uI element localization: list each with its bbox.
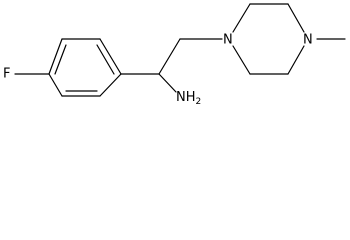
bond-pip-1	[232, 3, 251, 33]
amine-nh-text: NH	[176, 90, 196, 105]
bond-ring-1	[48, 73, 63, 97]
fluorine-label: F	[3, 67, 10, 82]
bond-ring-double-3	[54, 44, 67, 75]
molecule-diagram: F NH2 N N	[3, 3, 346, 107]
amine-subscript: 2	[196, 97, 202, 107]
bond-ch-nh2	[158, 73, 177, 93]
bond-ch-ch2	[158, 38, 181, 75]
bond-ring-3	[99, 73, 122, 97]
piperazine-n4-label: N	[303, 33, 313, 48]
piperazine-ring	[232, 3, 305, 75]
amine-label: NH2	[176, 90, 201, 107]
bond-ring-4	[99, 38, 122, 75]
bond-pip-3	[287, 3, 305, 33]
bond-pip-4	[287, 45, 305, 75]
benzene-ring	[48, 38, 122, 97]
bond-ring-double-2	[96, 44, 115, 75]
bond-ring-6	[48, 38, 63, 75]
bond-pip-6	[232, 45, 251, 75]
piperazine-n1-label: N	[223, 33, 233, 48]
